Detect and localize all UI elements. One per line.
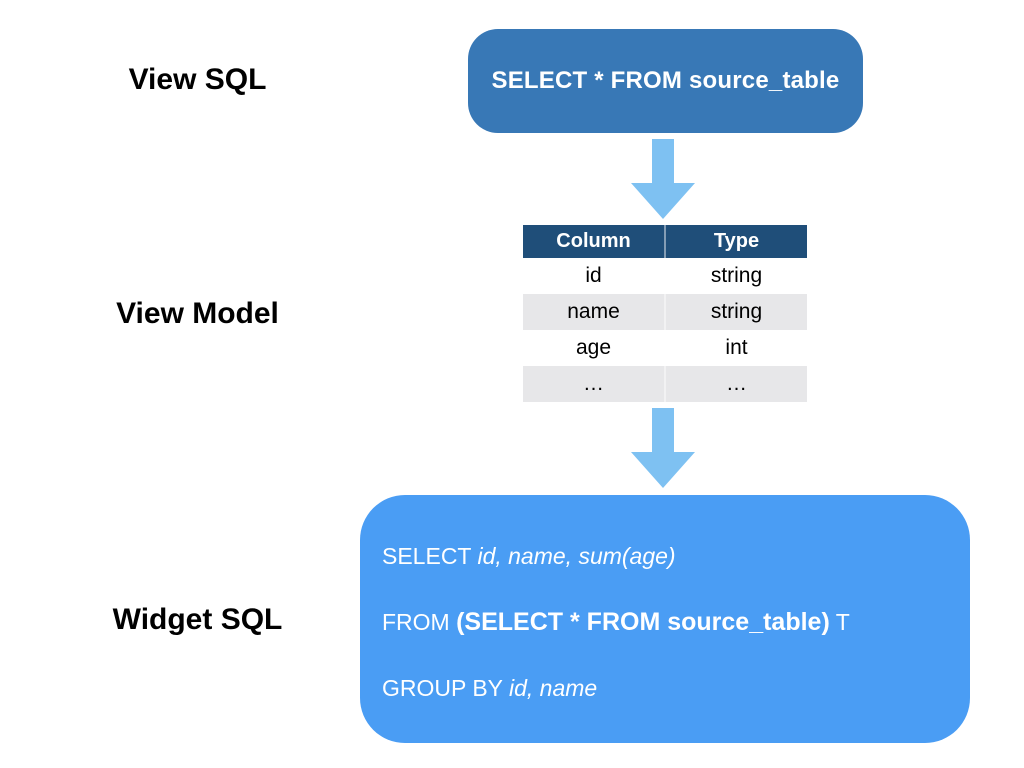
table-cell: age bbox=[523, 330, 664, 366]
table-row: id string bbox=[523, 258, 807, 294]
table-cell: int bbox=[664, 330, 807, 366]
type-header-cell: Type bbox=[664, 225, 807, 258]
view-sql-box: SELECT * FROM source_table bbox=[468, 29, 863, 133]
view-sql-text: SELECT * FROM source_table bbox=[491, 67, 840, 94]
down-arrow-icon bbox=[631, 408, 695, 488]
select-columns: id, name, sum(age) bbox=[477, 543, 676, 569]
table-alias: T bbox=[829, 609, 850, 635]
down-arrow-icon bbox=[631, 139, 695, 219]
from-keyword: FROM bbox=[382, 609, 457, 635]
table-cell: … bbox=[523, 366, 664, 402]
view-sql-label: View SQL bbox=[128, 63, 267, 96]
column-header-cell: Column bbox=[523, 225, 664, 258]
table-header-row: Column Type bbox=[523, 225, 807, 258]
from-subquery: (SELECT * FROM source_table) bbox=[456, 608, 830, 636]
table-row: age int bbox=[523, 330, 807, 366]
table-cell: string bbox=[664, 258, 807, 294]
table-cell: id bbox=[523, 258, 664, 294]
table-row: … … bbox=[523, 366, 807, 402]
select-keyword: SELECT bbox=[382, 543, 478, 569]
view-model-label: View Model bbox=[116, 297, 279, 330]
group-by-columns: id, name bbox=[508, 675, 598, 701]
widget-sql-box: SELECT id, name, sum(age) FROM (SELECT *… bbox=[360, 495, 970, 743]
table-row: name string bbox=[523, 294, 807, 330]
table-cell: … bbox=[664, 366, 807, 402]
group-by-keyword: GROUP BY bbox=[382, 675, 509, 701]
view-model-table: Column Type id string name string age in… bbox=[523, 225, 807, 402]
widget-sql-groupby-line: GROUP BY id, name bbox=[382, 673, 950, 703]
widget-sql-select-line: SELECT id, name, sum(age) bbox=[382, 541, 950, 571]
widget-sql-from-line: FROM (SELECT * FROM source_table) T bbox=[382, 607, 950, 637]
widget-sql-label: Widget SQL bbox=[112, 603, 283, 636]
table-cell: string bbox=[664, 294, 807, 330]
table-cell: name bbox=[523, 294, 664, 330]
